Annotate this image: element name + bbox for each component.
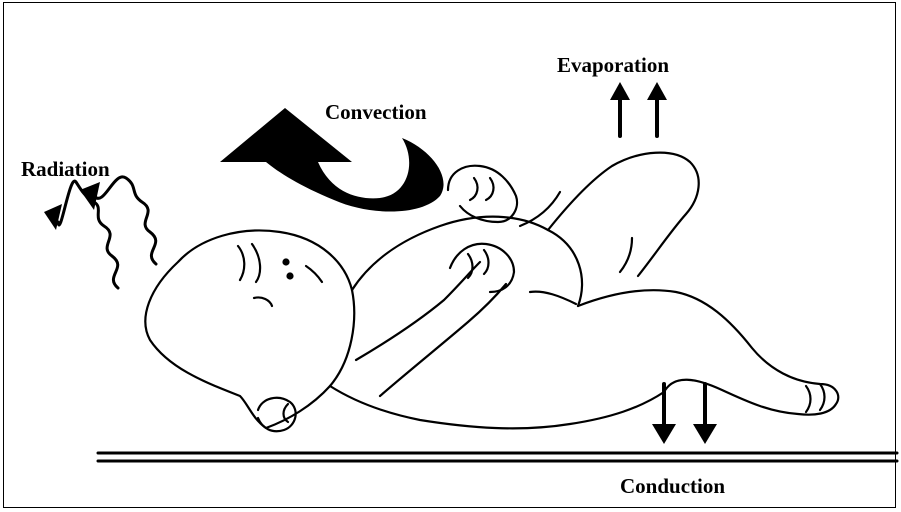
evaporation-label: Evaporation bbox=[557, 53, 669, 78]
convection-label: Convection bbox=[325, 100, 427, 125]
radiation-label: Radiation bbox=[21, 157, 110, 182]
conduction-label: Conduction bbox=[620, 474, 725, 499]
surface-lines bbox=[98, 453, 897, 461]
evaporation-up-arrow-icon bbox=[610, 82, 667, 136]
infant-figure bbox=[145, 153, 838, 432]
radiation-wave-arrow-icon bbox=[44, 177, 156, 288]
